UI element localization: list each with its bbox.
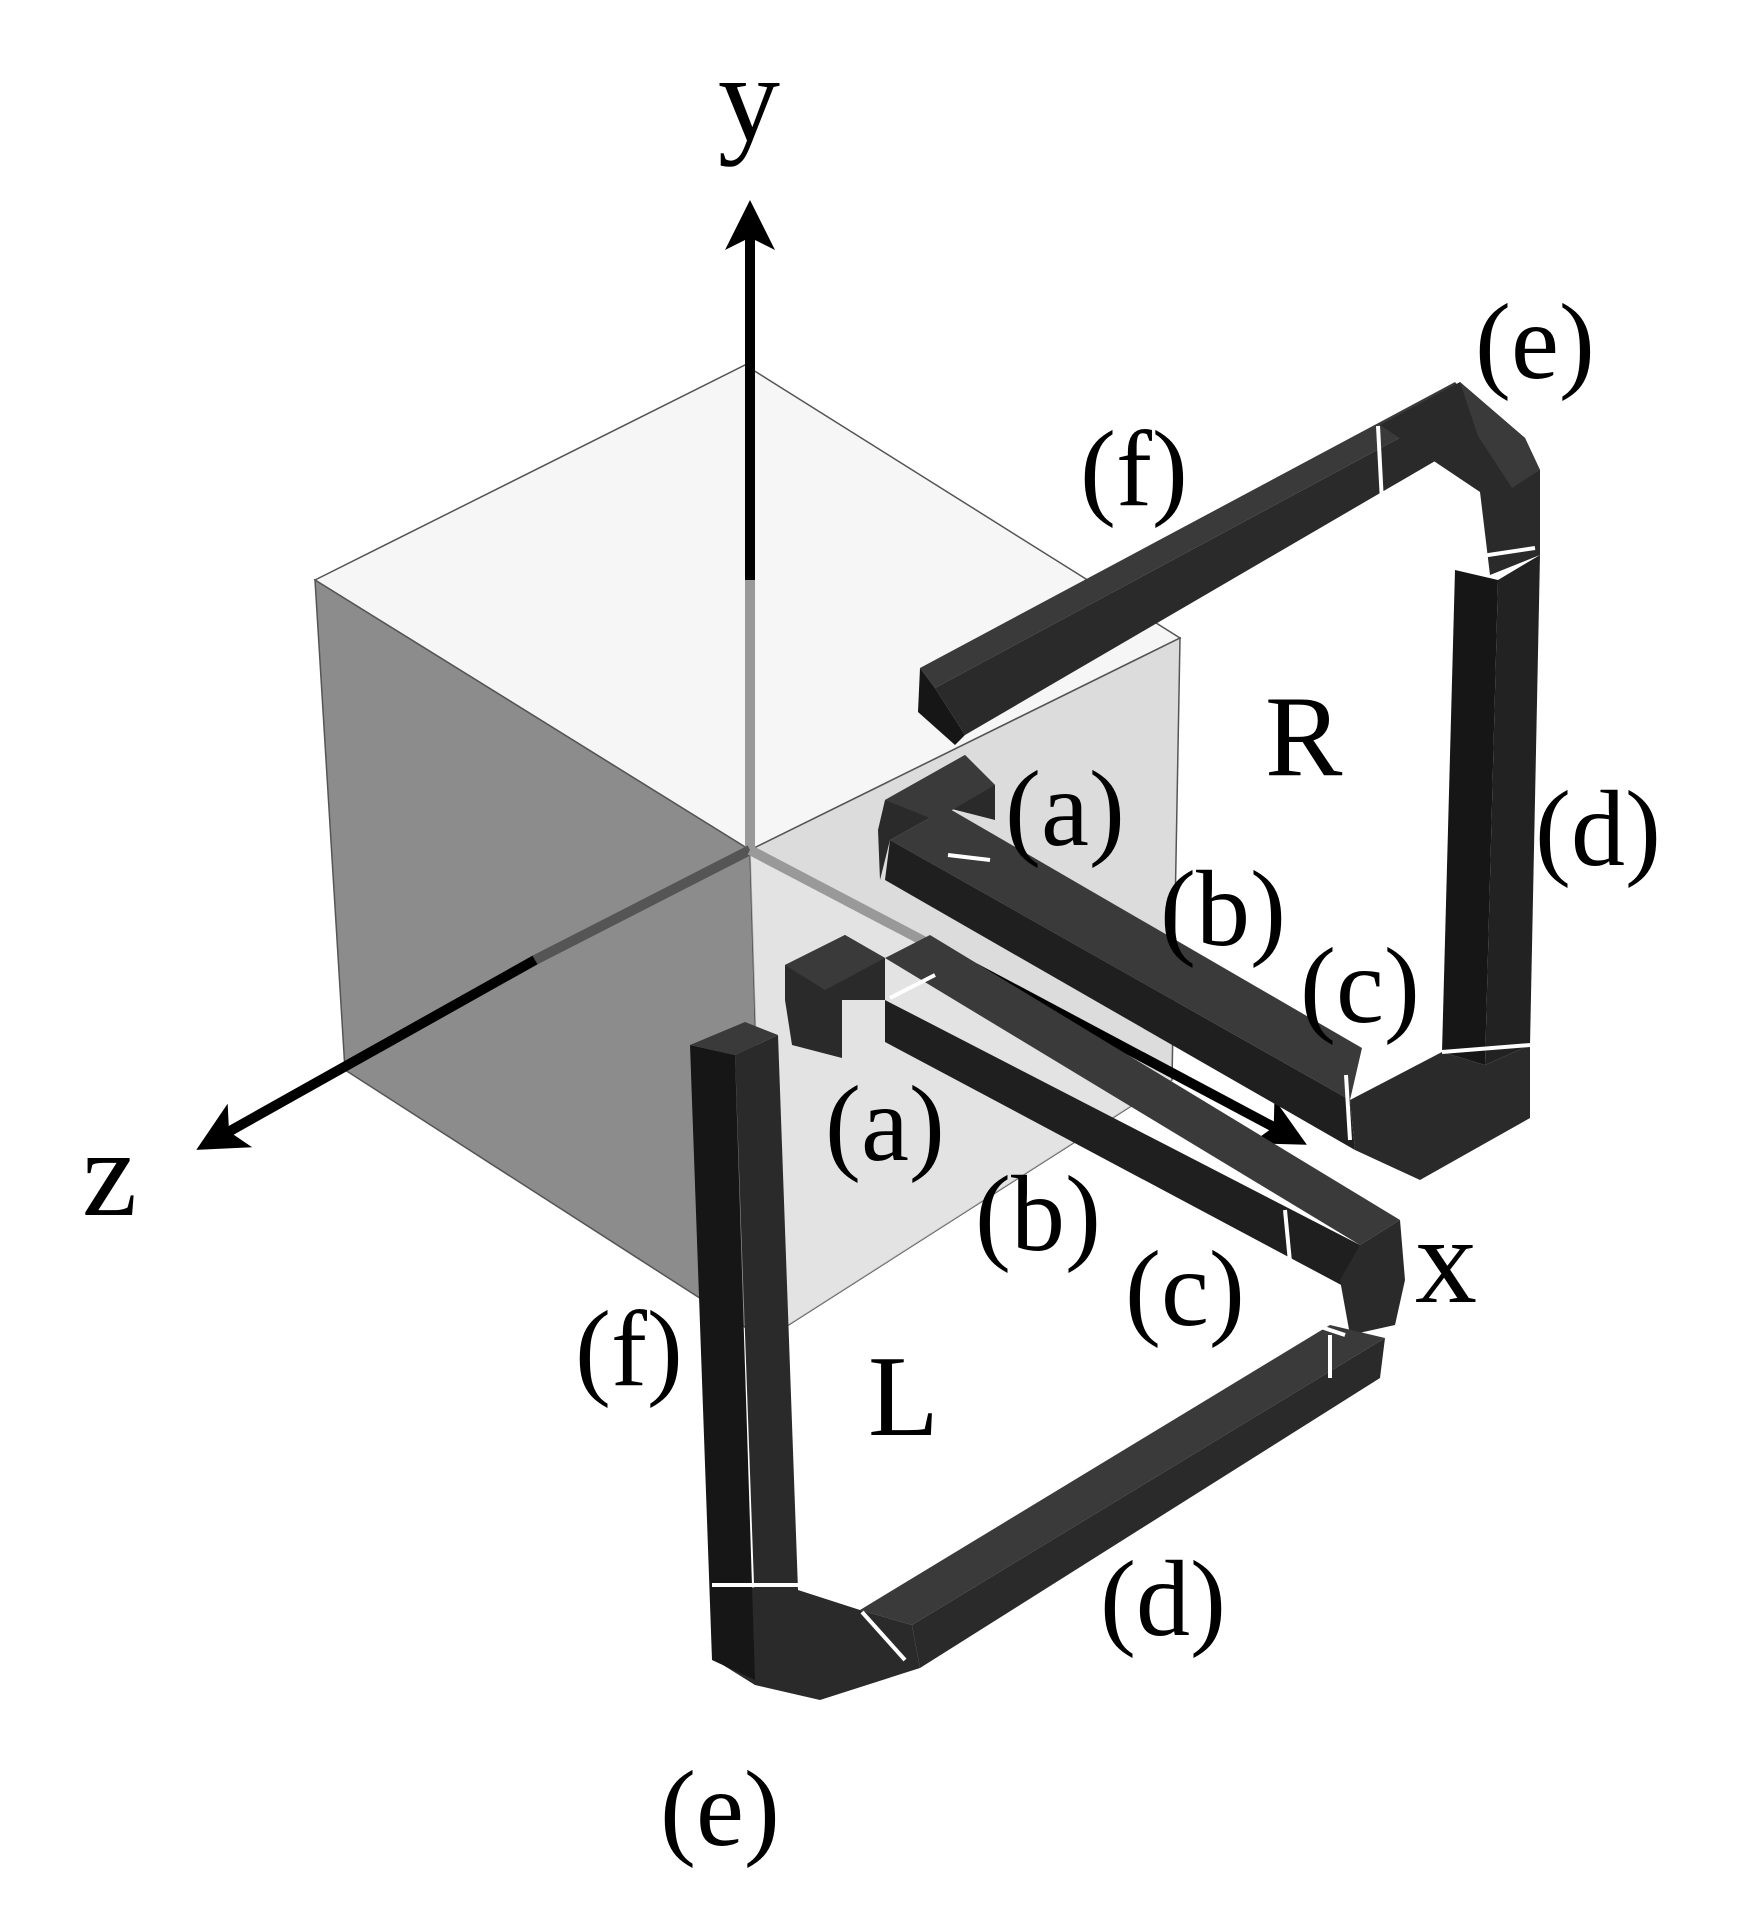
loop-label-right: R bbox=[1265, 673, 1343, 801]
axis-label-z: z bbox=[82, 1105, 137, 1242]
label-r-b: (b) bbox=[1160, 850, 1286, 969]
label-l-b: (b) bbox=[975, 1155, 1101, 1274]
seam-r-fe bbox=[1376, 425, 1384, 503]
tube-l-f-front bbox=[690, 1045, 755, 1680]
tube-r-f-front bbox=[935, 400, 1478, 735]
seam-r-ed bbox=[1454, 546, 1536, 562]
tube-l-cd-corner bbox=[1340, 1220, 1405, 1335]
seam-r-ba bbox=[947, 853, 991, 862]
tube-r-bc-front bbox=[885, 840, 1355, 1150]
loop-right-tube bbox=[878, 382, 1540, 1180]
seam-r-cb bbox=[1344, 1074, 1352, 1141]
label-l-d: (d) bbox=[1100, 1540, 1226, 1659]
label-r-e: (e) bbox=[1475, 283, 1595, 402]
tube-l-bc-front bbox=[885, 1000, 1360, 1295]
axis-label-y: y bbox=[718, 30, 780, 167]
tube-l-e-corner bbox=[710, 1585, 920, 1700]
tube-r-f-endcap bbox=[918, 668, 965, 745]
label-l-c: (c) bbox=[1125, 1230, 1245, 1349]
tube-r-bc-top bbox=[890, 808, 1362, 1100]
seam-l-cd bbox=[1299, 1318, 1346, 1337]
tube-r-d-side bbox=[1485, 555, 1540, 1065]
tube-l-bc-top bbox=[885, 935, 1400, 1245]
z-axis-arrow bbox=[196, 955, 538, 1150]
tube-r-d-front bbox=[1442, 570, 1498, 1065]
tube-l-d-top bbox=[860, 1325, 1385, 1625]
tube-r-f-top bbox=[920, 382, 1470, 688]
label-r-c: (c) bbox=[1300, 927, 1420, 1046]
seam-l-bc bbox=[1283, 1209, 1292, 1263]
label-r-f: (f) bbox=[1080, 410, 1188, 529]
loop-label-left: L bbox=[868, 1333, 939, 1461]
seam-r-dc bbox=[1441, 1043, 1531, 1054]
label-l-a: (a) bbox=[825, 1065, 945, 1184]
label-l-f: (f) bbox=[575, 1290, 683, 1409]
label-l-e: (e) bbox=[660, 1750, 780, 1869]
axis-label-x: x bbox=[1415, 1192, 1477, 1329]
tube-l-f-top bbox=[690, 1022, 778, 1055]
tube-r-e-corner-shade bbox=[1460, 382, 1540, 488]
label-r-d: (d) bbox=[1535, 770, 1661, 889]
tube-r-cd-corner bbox=[1350, 1045, 1530, 1180]
seam-l-ab bbox=[889, 973, 936, 1000]
tube-l-d-front bbox=[912, 1338, 1385, 1668]
tube-r-a-stub-top bbox=[885, 755, 995, 820]
seam-l-de2 bbox=[860, 1610, 907, 1662]
z-axis-hidden bbox=[532, 845, 753, 965]
label-r-a: (a) bbox=[1005, 750, 1125, 869]
loop-left-tube bbox=[690, 935, 1405, 1700]
tube-l-a-hook-top bbox=[785, 935, 885, 990]
tube-l-f-side bbox=[735, 1035, 798, 1612]
